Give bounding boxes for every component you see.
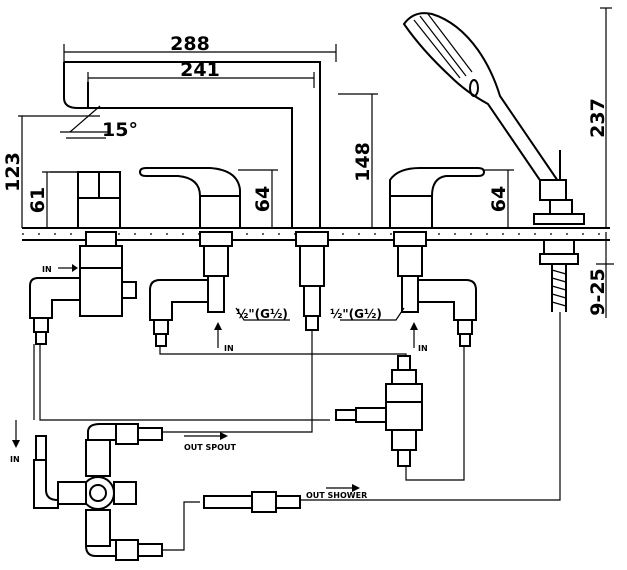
valve-body-mid	[149, 231, 233, 347]
label-thread-1: ½"(G½)	[236, 307, 288, 321]
label-in-top: IN	[42, 265, 52, 274]
label-in-mid1: IN	[224, 344, 234, 353]
label-in-mid2: IN	[418, 344, 428, 353]
spout	[63, 61, 321, 228]
label-in-left: IN	[10, 455, 20, 464]
lever-handle-right	[389, 167, 486, 229]
thermostat-block	[335, 355, 423, 467]
label-out-shower: OUT SHOWER	[306, 491, 367, 500]
diverter-handle	[50, 171, 121, 229]
flow-arrows	[12, 264, 418, 492]
spout-stem	[295, 231, 329, 331]
dim-64-right: 64	[488, 186, 510, 212]
dim-237: 237	[587, 98, 609, 138]
valve-body-left	[29, 231, 137, 345]
hoses	[33, 312, 561, 551]
dim-64-mid: 64	[252, 186, 274, 212]
lever-handle-left	[138, 167, 241, 229]
dim-123: 123	[2, 152, 24, 192]
valve-body-right	[393, 231, 477, 347]
dim-288: 288	[170, 33, 210, 55]
dim-241: 241	[180, 59, 220, 81]
dim-148: 148	[352, 142, 374, 182]
shower-outlet-connector	[203, 491, 301, 513]
handshower	[402, 12, 585, 225]
shower-hose-connector	[539, 239, 579, 312]
dim-angle: 15°	[102, 119, 138, 141]
label-thread-2: ½"(G½)	[330, 307, 382, 321]
label-out-spout: OUT SPOUT	[184, 443, 236, 452]
manifold	[33, 423, 163, 561]
angle-marker	[60, 105, 110, 139]
dim-61: 61	[27, 187, 49, 213]
dim-9-25: 9-25	[587, 268, 609, 316]
